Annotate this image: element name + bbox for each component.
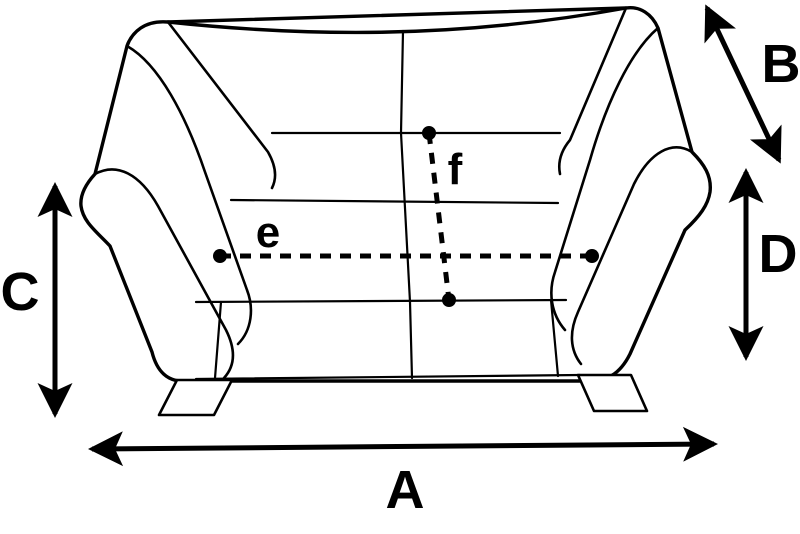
seat-back-line [229,198,560,205]
dimension-line-f [426,132,452,301]
armrest-left-outer-seam [125,44,253,346]
dimension-label-e: e [256,208,280,257]
center-back-divider-line [399,29,405,135]
armrest-left-inner-seam [93,168,235,380]
left-base-panel-divider-line [213,300,223,380]
right-base-panel-divider-line [549,298,560,378]
e-right-endpoint-dot [585,249,599,263]
backrest-inner-left-seam [166,20,277,190]
sofa-body-group [79,6,712,417]
backrest-inner-right-seam [558,6,628,176]
dimension-arrows-group [37,4,782,467]
leg-left-shape [157,378,234,417]
leg-right-shape [576,373,649,413]
armrest-right-outer-seam [550,26,660,332]
dimension-arrow-B [704,4,782,164]
dashed-measurement-lines-group [220,132,592,301]
dimension-label-A: A [386,460,425,520]
dimension-label-B: B [762,34,800,94]
center-seat-divider-line [399,131,412,304]
f-top-endpoint-dot [422,126,436,140]
backrest-top-edge [166,6,628,35]
dimension-label-f: f [448,145,463,194]
center-base-divider-line [408,300,414,380]
f-bottom-endpoint-dot [442,293,456,307]
dimension-labels-group: A B C D e f [1,34,800,520]
dimension-label-C: C [1,262,40,322]
armrest-right-inner-seam [570,146,694,366]
sofa-body-silhouette [79,6,712,383]
seat-front-line [194,298,568,304]
e-left-endpoint-dot [213,249,227,263]
endpoint-dots-group [213,126,599,307]
base-bottom-line [194,373,582,381]
dimension-arrow-A [88,426,718,467]
dimension-label-D: D [759,224,798,284]
